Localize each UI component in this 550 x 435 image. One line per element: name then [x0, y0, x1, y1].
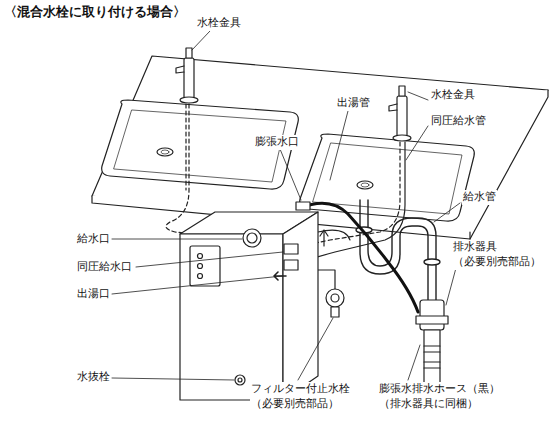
drain-trap: [356, 200, 440, 300]
part-label: 水栓金具: [196, 16, 242, 31]
water-heater: [180, 202, 318, 400]
part-label: 水抜栓: [76, 370, 111, 385]
part-label: 給水管: [462, 190, 497, 205]
part-label: 膨張水排水ホース（黒） （排水器具に同梱）: [378, 382, 504, 412]
part-label: 出湯管: [336, 96, 371, 111]
faucet-left: [176, 48, 198, 103]
sink-right: [300, 134, 475, 221]
part-label: 水栓金具: [430, 88, 476, 103]
counter: [92, 56, 548, 239]
part-label: 排水器具 （必要別売部品）: [452, 240, 545, 270]
leader-lines: [112, 31, 460, 380]
faucet-right: [389, 86, 411, 141]
part-label: 出湯口: [76, 287, 111, 302]
pipes: [166, 104, 405, 290]
part-label: 膨張水口: [254, 135, 300, 150]
part-label: 同圧給水管: [430, 114, 487, 129]
part-label: 給水口: [76, 232, 111, 247]
title: 〈混合水栓に取り付ける場合〉: [4, 3, 186, 21]
part-label: フィルター付止水栓 （必要別売部品）: [250, 382, 354, 412]
part-label: 同圧給水口: [76, 260, 133, 275]
filter-valve: [326, 289, 344, 317]
